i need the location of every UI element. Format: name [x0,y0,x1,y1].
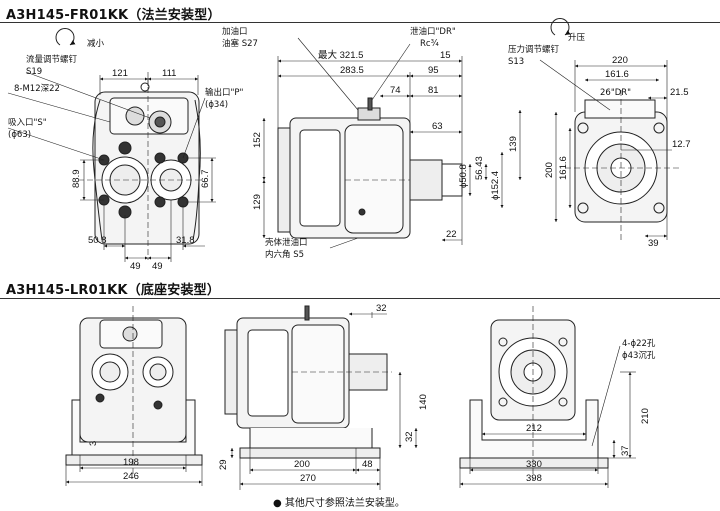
dim-198: 198 [123,457,139,468]
flange-side-view [277,97,463,239]
dim-330: 330 [526,459,542,470]
dim-21-5: 21.5 [670,87,689,98]
dim-32-side: 32 [404,431,415,442]
dim-49-right: 49 [152,261,163,272]
title-underline [0,22,720,23]
flange-back-text: 升压 压力调节螺钉 S13 220 161.6 26"DR" 21.5 12.7… [508,32,691,249]
foot-side-text: 32 29 200 48 270 32 140 [218,303,429,484]
dim-212: 212 [526,423,542,434]
dr26-label: 26"DR" [600,88,631,98]
reduce-label: 减小 [87,38,105,49]
foot-side-dims [230,312,418,490]
footnote: ● 其他尺寸参照法兰安装型。 [273,498,405,509]
dim-210: 210 [640,408,651,424]
bolt-holes-label: 8-M12深22 [14,84,60,94]
dim-220: 220 [612,55,628,66]
dim-129: 129 [252,194,263,210]
dim-74: 74 [390,85,401,96]
dim-phi-50-8: ϕ50.8 [458,164,469,188]
hex-label: 内六角 S5 [265,249,304,260]
title-underline [0,298,720,299]
case-drain-label: 壳体泄油口 [265,237,308,248]
dim-140: 140 [418,394,429,410]
dim-88-9: 88.9 [71,170,82,189]
dim-398: 398 [526,473,542,484]
dim-48: 48 [362,459,373,470]
pressure-adjust-size: S13 [508,57,524,67]
dim-49-left: 49 [130,261,141,272]
flange-mount-title: A3H145-FR01KK（法兰安装型） [6,8,221,23]
dim-56-43: 56.43 [474,156,485,180]
dim-246: 246 [123,471,139,482]
dim-152: 152 [252,132,263,148]
dim-max: 最大 321.5 [318,49,363,61]
dim-63: 63 [432,121,443,132]
dim-15: 15 [440,50,451,61]
dim-29: 29 [218,459,229,470]
dim-283-5: 283.5 [340,65,364,76]
increase-label: 升压 [568,32,586,43]
flow-adjust-label: 流量调节螺钉 [26,54,78,65]
fill-plug-label: 油塞 S27 [222,38,258,49]
dim-22: 22 [446,229,457,240]
outlet-label: 输出口"P" [205,87,244,98]
outlet-dia: (ϕ34) [205,100,228,110]
dim-37: 37 [620,445,631,456]
flow-adjust-size: S19 [26,67,42,77]
dim-161-6-top: 161.6 [605,69,629,80]
suction-label: 吸入口"S" [8,118,47,128]
holes-label: 4-ϕ22孔 [622,339,656,349]
dim-95: 95 [428,65,439,76]
dim-161-6-side: 161.6 [558,156,569,180]
dim-50-8: 50.8 [88,235,107,246]
dim-81: 81 [428,85,439,96]
foot-back-dims [459,345,636,488]
dim-270: 270 [300,473,316,484]
flange-side-text: 加油口 油塞 S27 泄油口"DR" Rc¾ 最大 321.5 283.5 95… [222,26,519,260]
dim-12-7: 12.7 [672,139,691,150]
pressure-adjust-label: 压力调节螺钉 [508,44,560,55]
dim-66-7: 66.7 [200,170,211,189]
flange-front-dims [7,71,216,262]
dim-39: 39 [648,238,659,249]
suction-dia: (ϕ63) [8,130,31,140]
foot-mount-title: A3H145-LR01KK（底座安装型） [6,283,221,298]
drain-size: Rc¾ [420,39,439,49]
dim-phi-152-4: ϕ152.4 [490,171,501,200]
flange-back-view [550,18,680,240]
dim-200-side: 200 [294,459,310,470]
foot-back-view [459,306,609,480]
flange-back-dims [539,59,672,240]
dim-31-8: 31.8 [176,235,195,246]
foot-back-text: 4-ϕ22孔 ϕ43沉孔 212 330 398 210 37 [526,339,656,484]
counterbore-label: ϕ43沉孔 [622,351,656,361]
flange-front-text: 减小 流量调节螺钉 S19 8-M12深22 吸入口"S" (ϕ63) 输出口"… [8,38,244,272]
dim-111: 111 [162,68,176,79]
dim-3: 3 [88,441,99,446]
foot-front-dims [65,455,203,486]
flange-front-view [55,28,205,260]
fill-port-label: 加油口 [222,26,248,37]
foot-front-view [65,306,203,478]
dim-200: 200 [544,162,555,178]
dim-32-top: 32 [376,303,387,314]
dim-121: 121 [112,68,128,79]
foot-front-text: 198 246 3 [88,441,139,482]
drain-label: 泄油口"DR" [410,26,456,37]
flange-side-dims [262,37,522,249]
foot-side-view [224,305,392,459]
dim-139: 139 [508,136,519,152]
